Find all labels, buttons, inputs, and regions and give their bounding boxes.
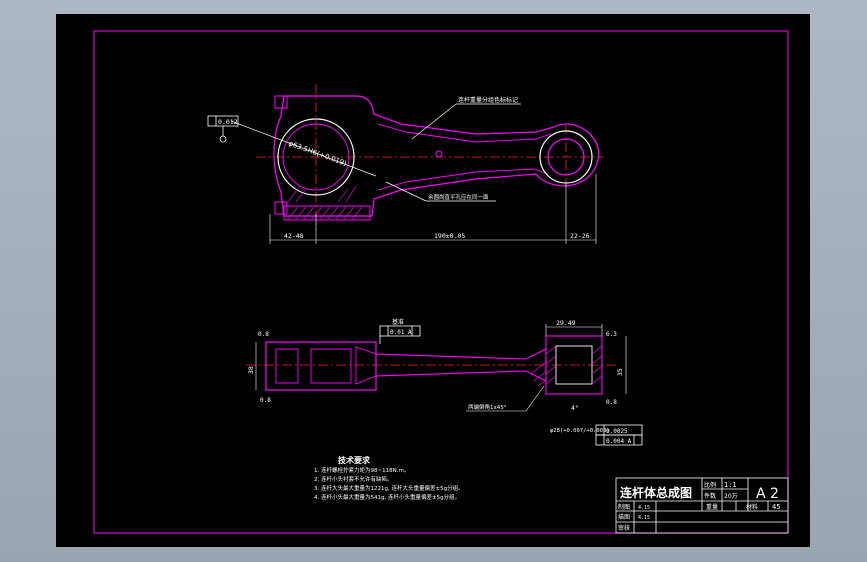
big-end-bore-inner [282,123,350,191]
roughness-left-top: 0.8 [258,331,269,338]
bore-dim: φ28(+0.007/+0.003) [550,428,610,434]
bolt-bottom [274,201,288,215]
scale-label: 比例 [704,481,716,489]
title-block [615,477,789,534]
tol-frame-2: 0.004 A [606,438,632,445]
tech-item: 2. 连杆小头衬套不允许有缺陷。 [314,475,393,483]
bore-size-label: φ63.5H6(+0.019) [287,139,348,168]
dim-right: 22-26 [570,232,590,240]
tech-item: 1. 连杆螺栓拧紧力矩为98~118N.m。 [314,466,409,474]
side-view: 基准 0.01 A 29.49 4° 0.0025 0.004 A 两端倒角1x… [246,318,643,446]
dim-center: 190±0.05 [434,232,465,240]
big-end-height: 38 [247,366,255,374]
datum-label: 基准 [392,318,404,326]
small-end-bore [547,138,585,176]
engineering-drawing: 连杆重量分组色标标记 φ63.5H6(+0.019) 0.012 余圆尚直平孔应… [93,30,789,534]
side-small-end [530,335,603,395]
tol-frame-1: 0.0025 [606,428,628,435]
big-end-outline [273,95,600,217]
shank-inner-line-2 [377,168,549,191]
border-frame [93,30,789,534]
fillet-note: 两端倒角1x45° [468,403,507,411]
tech-requirements: 技术要求 1. 连杆螺栓拧紧力矩为98~118N.m。 2. 连杆小头衬套不允许… [314,455,464,501]
material-value: 45 [772,503,780,511]
weight-group-note: 连杆重量分组色标标记 [458,96,518,104]
title-row-label: 审核 [618,524,630,532]
title-row-label: 制图 [618,503,630,511]
cap-bottom-plate [283,205,371,221]
top-view: 连杆重量分组色标标记 φ63.5H6(+0.019) 0.012 余圆尚直平孔应… [207,84,604,244]
small-end-height: 35 [616,368,624,376]
shank-inner-line [377,123,552,143]
tech-title: 技术要求 [338,455,371,465]
title-row-label: 描图 [618,513,630,521]
oil-hole [435,150,443,158]
bolt-top [274,95,288,109]
scale-value: 1:1 [724,481,737,489]
drawing-title: 连杆体总成图 [620,485,692,500]
small-end-width: 29.49 [556,319,576,327]
tech-item: 3. 连杆大头最大重量为1221g, 连杆大头重量偏差±5g分组。 [314,484,464,492]
tolerance-frame-value: 0.012 [218,118,238,126]
roughness-left-bottom: 0.8 [260,397,271,404]
big-end-bore [277,118,355,196]
small-end-angle: 4° [571,404,579,412]
size-value: A 2 [756,486,779,502]
sheet-value: 20万 [724,493,738,500]
weight-label: 重量 [706,503,718,511]
cad-viewport[interactable]: 连杆重量分组色标标记 φ63.5H6(+0.019) 0.012 余圆尚直平孔应… [56,14,810,547]
roughness-right-top: 6.3 [606,331,617,338]
title-row-date: 4.15 [638,505,650,511]
roughness-right-bottom: 0.8 [606,399,617,406]
material-label: 材料 [746,503,758,511]
datum-frame: 0.01 A [390,329,412,336]
small-end-outer [539,130,593,184]
sheet-label: 件数 [704,492,716,500]
tech-item: 4. 连杆小头最大重量为541g, 连杆小头重量偏差±5g分组。 [314,493,460,501]
dim-left: 42-48 [284,232,304,240]
hatch-bottom [287,185,363,220]
parallel-note: 余圆尚直平孔应在同一面 [428,193,489,201]
title-row-date: 4.15 [638,515,650,521]
